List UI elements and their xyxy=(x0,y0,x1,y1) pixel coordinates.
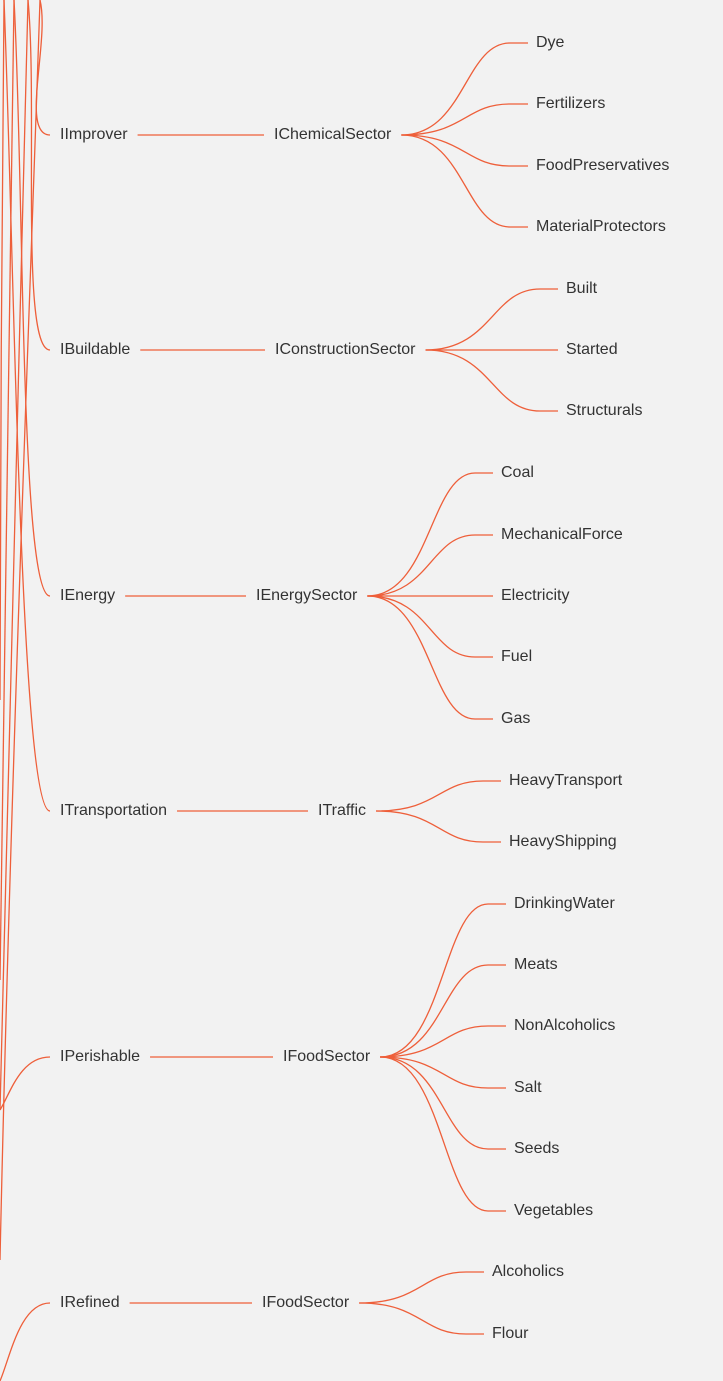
sector-node-ienergysector[interactable]: IEnergySector xyxy=(256,587,358,604)
leaf-connector-0-1 xyxy=(401,103,528,136)
root-connector-5 xyxy=(0,1302,51,1381)
leaf-connector-1-0 xyxy=(425,288,558,351)
leaf-node-heavytransport[interactable]: HeavyTransport xyxy=(509,772,623,789)
leaf-connector-4-2 xyxy=(380,1025,506,1058)
leaf-node-dye[interactable]: Dye xyxy=(536,34,565,51)
root-node-ienergy[interactable]: IEnergy xyxy=(60,587,116,604)
root-node-iperishable[interactable]: IPerishable xyxy=(60,1048,141,1065)
sector-node-ichemicalsector[interactable]: IChemicalSector xyxy=(274,126,392,143)
leaf-node-materialprotectors[interactable]: MaterialProtectors xyxy=(536,218,666,235)
leaf-connector-0-0 xyxy=(401,42,528,136)
leaf-node-structurals[interactable]: Structurals xyxy=(566,402,643,419)
root-node-ibuildable[interactable]: IBuildable xyxy=(60,341,131,358)
leaf-node-gas[interactable]: Gas xyxy=(501,710,531,727)
leaf-connector-5-0 xyxy=(359,1271,484,1304)
leaf-node-foodpreservatives[interactable]: FoodPreservatives xyxy=(536,157,670,174)
leaf-connector-3-1 xyxy=(376,810,501,843)
sector-node-iconstructionsector[interactable]: IConstructionSector xyxy=(275,341,416,358)
sector-node-ifoodsector[interactable]: IFoodSector xyxy=(283,1048,371,1065)
leaf-node-coal[interactable]: Coal xyxy=(501,464,534,481)
root-node-itransportation[interactable]: ITransportation xyxy=(60,802,168,819)
sector-node-ifoodsector-refined[interactable]: IFoodSector xyxy=(262,1294,350,1311)
leaf-connector-2-0 xyxy=(367,472,493,597)
root-connector-3 xyxy=(3,0,51,812)
leaf-node-alcoholics[interactable]: Alcoholics xyxy=(492,1263,565,1280)
leaf-connector-2-1 xyxy=(367,534,493,597)
root-connector-4 xyxy=(0,1056,51,1111)
leaf-node-flour[interactable]: Flour xyxy=(492,1325,529,1342)
leaf-node-seeds[interactable]: Seeds xyxy=(514,1140,560,1157)
trunk-line-3 xyxy=(0,0,41,1261)
leaf-node-heavyshipping[interactable]: HeavyShipping xyxy=(509,833,617,850)
root-node-iimprover[interactable]: IImprover xyxy=(60,126,128,143)
leaf-connector-5-1 xyxy=(359,1302,484,1335)
leaf-node-drinkingwater[interactable]: DrinkingWater xyxy=(514,895,615,912)
leaf-connector-1-2 xyxy=(425,349,558,412)
leaf-connector-0-2 xyxy=(401,134,528,167)
sector-node-itraffic[interactable]: ITraffic xyxy=(318,802,367,819)
leaf-node-started[interactable]: Started xyxy=(566,341,618,358)
trunk-line-2 xyxy=(0,0,29,1111)
leaf-node-fuel[interactable]: Fuel xyxy=(501,648,533,665)
root-node-irefined[interactable]: IRefined xyxy=(60,1294,120,1311)
leaf-node-fertilizers[interactable]: Fertilizers xyxy=(536,95,606,112)
leaf-node-electricity[interactable]: Electricity xyxy=(501,587,570,604)
leaf-node-nonalcoholics[interactable]: NonAlcoholics xyxy=(514,1017,616,1034)
leaf-connector-4-5 xyxy=(380,1056,506,1212)
leaf-node-vegetables[interactable]: Vegetables xyxy=(514,1202,594,1219)
leaf-connector-3-0 xyxy=(376,780,501,812)
root-connector-2 xyxy=(13,0,51,597)
leaf-node-salt[interactable]: Salt xyxy=(514,1079,542,1096)
leaf-connector-4-4 xyxy=(380,1056,506,1150)
leaf-connector-4-0 xyxy=(380,903,506,1058)
leaf-connector-2-3 xyxy=(367,595,493,658)
leaf-node-meats[interactable]: Meats xyxy=(514,956,558,973)
leaf-connector-4-1 xyxy=(380,964,506,1058)
leaf-connector-2-4 xyxy=(367,595,493,720)
leaf-node-mechanicalforce[interactable]: MechanicalForce xyxy=(501,526,623,543)
trunk-line-0 xyxy=(0,0,5,701)
leaf-connector-4-3 xyxy=(380,1056,506,1089)
root-connector-1 xyxy=(27,0,51,351)
leaf-connector-0-3 xyxy=(401,134,528,228)
leaf-node-built[interactable]: Built xyxy=(566,280,598,297)
